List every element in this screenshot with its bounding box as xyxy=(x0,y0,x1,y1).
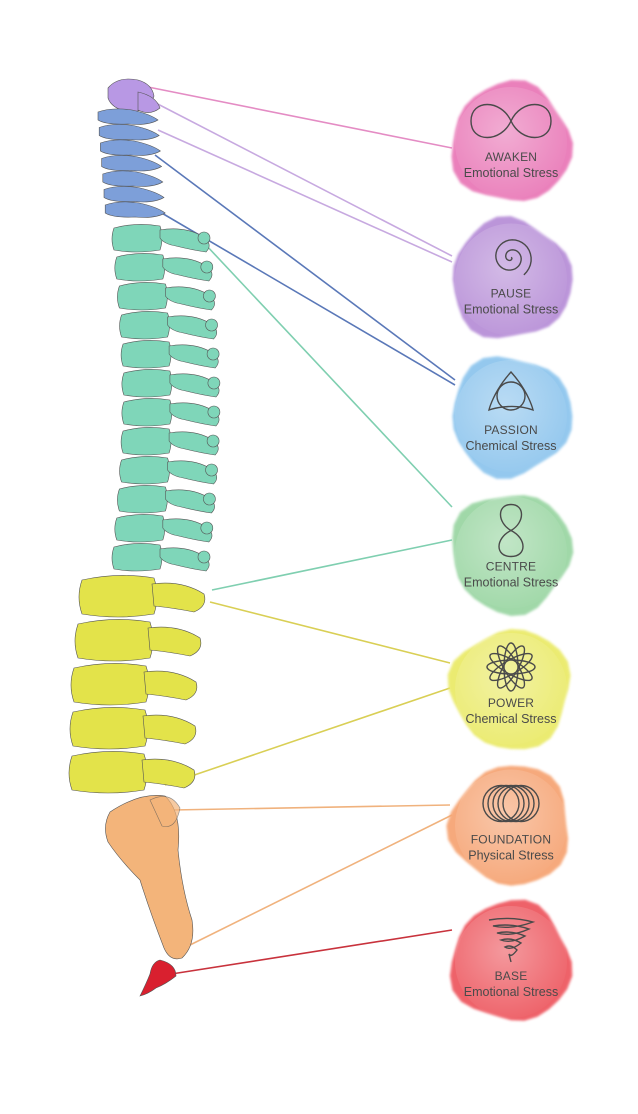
thoracic-process xyxy=(205,463,218,477)
thoracic-process xyxy=(200,260,214,274)
flower-icon xyxy=(486,642,536,692)
cervical-vertebrae xyxy=(97,108,166,218)
connector-pause-b xyxy=(157,129,453,263)
chakra-node-power: POWER Chemical Stress xyxy=(447,629,571,750)
chakra-node-base: BASE Emotional Stress xyxy=(449,899,573,1021)
lumbar-vertebrae xyxy=(68,575,206,794)
chakra-title: PASSION xyxy=(484,423,538,437)
chakra-title: POWER xyxy=(488,696,534,710)
chakra-node-foundation: FOUNDATION Physical Stress xyxy=(446,765,569,886)
chakra-node-passion: PASSION Chemical Stress xyxy=(452,356,573,479)
connector-passion-a xyxy=(154,154,456,381)
connector-power-a xyxy=(209,601,451,664)
skull-base-vertebra xyxy=(107,78,161,113)
stress-type-label: Emotional Stress xyxy=(464,166,558,180)
thoracic-process xyxy=(206,434,220,448)
thoracic-process xyxy=(200,521,214,535)
thoracic-process xyxy=(203,492,216,506)
connector-lines xyxy=(142,85,456,976)
chakra-node-pause: PAUSE Emotional Stress xyxy=(452,216,573,339)
triquetra-icon xyxy=(488,370,534,412)
chakra-blob xyxy=(452,356,573,479)
stress-type-label: Physical Stress xyxy=(468,849,553,863)
stress-type-label: Emotional Stress xyxy=(464,576,558,590)
thoracic-process xyxy=(205,318,218,332)
spiral-icon xyxy=(495,239,532,276)
sacrum xyxy=(105,795,194,960)
chakra-node-awaken: AWAKEN Emotional Stress xyxy=(451,80,573,201)
stress-type-label: Emotional Stress xyxy=(464,303,558,317)
thoracic-process xyxy=(197,550,211,564)
chakra-blob xyxy=(446,765,569,886)
coccyx xyxy=(139,959,177,997)
connector-base xyxy=(164,929,453,976)
coil-icon xyxy=(488,917,536,963)
chakra-blob xyxy=(452,495,574,616)
chakra-title: BASE xyxy=(495,969,528,983)
connector-centre-a xyxy=(204,243,453,508)
chakra-title: PAUSE xyxy=(491,287,532,301)
infinity-icon xyxy=(470,104,552,138)
interlocking-rings-icon xyxy=(482,784,540,823)
connector-foundation-a xyxy=(171,804,451,811)
stress-type-label: Chemical Stress xyxy=(466,439,557,453)
chakra-title: FOUNDATION xyxy=(471,833,551,847)
spine-illustration xyxy=(68,78,221,997)
thoracic-process xyxy=(207,405,221,419)
chakra-node-centre: CENTRE Emotional Stress xyxy=(452,495,574,616)
chakra-blob xyxy=(451,80,573,201)
chakra-blob xyxy=(452,216,573,339)
stress-type-label: Emotional Stress xyxy=(464,985,558,999)
figure-eight-icon xyxy=(498,503,524,558)
chakra-title: AWAKEN xyxy=(485,150,537,164)
connector-pause-a xyxy=(149,99,453,257)
thoracic-process xyxy=(207,376,221,390)
stress-type-label: Chemical Stress xyxy=(466,712,557,726)
connector-awaken xyxy=(142,85,453,149)
chakra-blob xyxy=(447,629,571,750)
chakra-title: CENTRE xyxy=(486,560,537,574)
thoracic-process xyxy=(197,231,211,245)
connector-power-b xyxy=(164,687,451,786)
thoracic-process xyxy=(206,347,220,361)
thoracic-process xyxy=(203,289,216,303)
connector-centre-b xyxy=(211,539,453,591)
connector-foundation-b xyxy=(189,814,453,946)
thoracic-vertebrae xyxy=(111,224,221,572)
